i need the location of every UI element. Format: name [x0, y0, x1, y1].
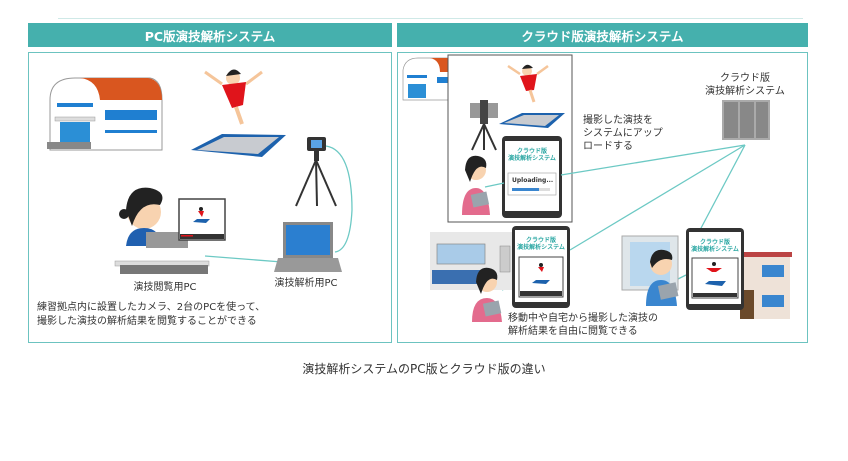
cloud-panel — [397, 52, 808, 343]
pc-panel-title: PC版演技解析システム — [144, 28, 276, 44]
house-illustration — [740, 252, 792, 319]
viewer-pc-label: 演技閲覧用PC — [133, 282, 197, 293]
train-tablet-illustration — [512, 226, 570, 308]
pc-description-line2: 撮影した演技の解析結果を閲覧することができる — [37, 316, 257, 327]
upload-text-line3: ロードする — [583, 141, 633, 152]
home-person-illustration — [646, 249, 679, 306]
pc-cable — [204, 255, 283, 263]
trampoline-mat-illustration — [191, 134, 286, 157]
uploading-person-illustration — [462, 155, 490, 215]
tablet-title-line2: 演技解析システム — [508, 155, 556, 162]
cloud-server-illustration — [722, 100, 770, 140]
pc-panel — [28, 52, 392, 343]
home-tablet-illustration — [686, 228, 744, 310]
viewer-person-illustration — [114, 187, 210, 274]
gymnast-illustration — [204, 69, 263, 125]
tablet-tripod-illustration — [470, 100, 498, 151]
pc-panel-header: PC版演技解析システム — [28, 23, 392, 47]
server-label-line1: クラウド版 — [720, 73, 770, 84]
camera-tripod-illustration — [295, 137, 337, 207]
top-divider — [58, 18, 803, 19]
cloud-description-line1: 移動中や自宅から撮影した演技の — [508, 313, 658, 324]
upload-text-line2: システムにアップ — [583, 128, 663, 139]
train-person-illustration — [472, 267, 502, 322]
cloud-panel-title: クラウド版演技解析システム — [521, 28, 684, 44]
home-tablet-title: クラウド版演技解析システム — [689, 239, 741, 253]
cloud-panel-header: クラウド版演技解析システム — [397, 23, 808, 47]
analysis-pc-label: 演技解析用PC — [274, 278, 338, 289]
pc-description-line1: 練習拠点内に設置したカメラ、2台のPCを使って、 — [37, 302, 266, 313]
gym-building-illustration — [47, 77, 163, 151]
tablet-title-line1: クラウド版 — [525, 237, 556, 244]
train-interior-illustration — [430, 232, 518, 290]
figure-caption: 演技解析システムのPC版とクラウド版の違い — [302, 362, 546, 376]
upload-text-line1: 撮影した演技を — [583, 115, 653, 126]
cloud-gymnast-illustration — [507, 64, 549, 103]
uploading-tablet-illustration — [502, 136, 562, 218]
uploading-tablet-title: クラウド版演技解析システム — [505, 148, 559, 162]
uploading-status: Uploading... — [512, 177, 554, 184]
cloud-mat-illustration — [499, 113, 565, 128]
cloud-description-line2: 解析結果を自由に閲覧できる — [508, 326, 638, 337]
video-screen-illustration — [178, 198, 226, 241]
tablet-title-line1: クラウド版 — [699, 239, 730, 246]
camera-cable — [325, 145, 353, 253]
train-tablet-title: クラウド版演技解析システム — [515, 237, 567, 251]
tablet-title-line1: クラウド版 — [516, 148, 547, 155]
analysis-laptop-illustration — [274, 222, 342, 272]
tablet-title-line2: 演技解析システム — [691, 246, 739, 253]
tablet-title-line2: 演技解析システム — [517, 244, 565, 251]
server-label-line2: 演技解析システム — [705, 86, 785, 97]
